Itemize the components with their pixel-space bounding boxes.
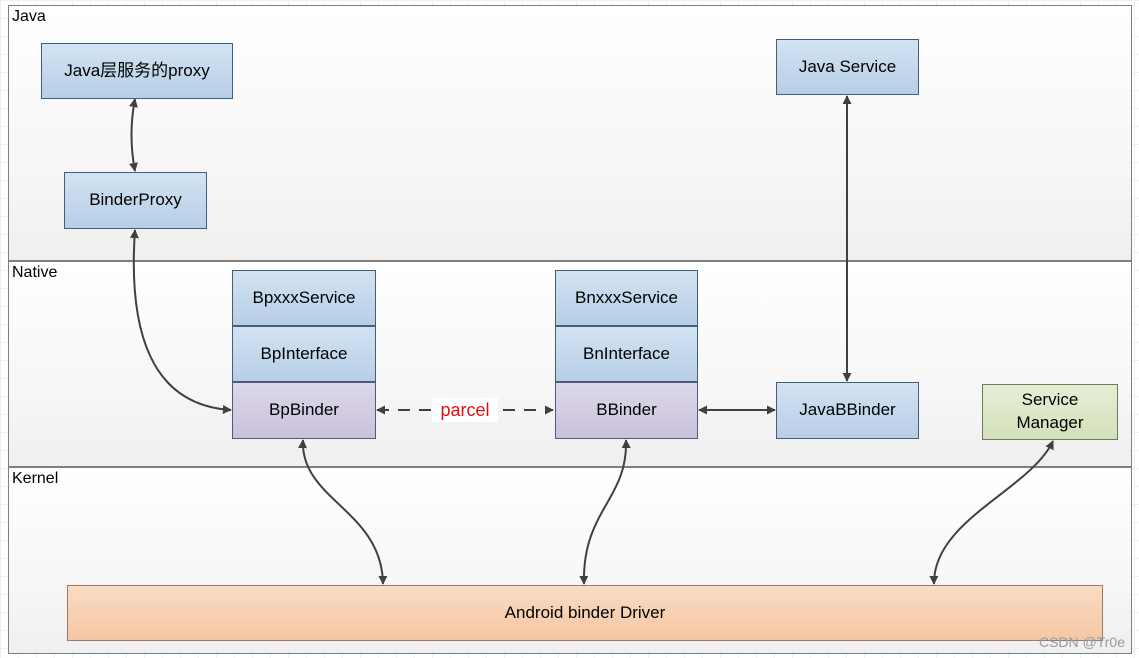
arrow-bbinder-driver xyxy=(579,439,631,585)
bn-service-box: BnxxxService xyxy=(555,270,698,326)
bp-service-label: BpxxxService xyxy=(252,287,356,307)
arrow-servicemanager-driver xyxy=(929,440,1054,585)
binder-driver-box: Android binder Driver xyxy=(67,585,1103,641)
bp-interface-box: BpInterface xyxy=(232,326,376,382)
kernel-layer-label: Kernel xyxy=(12,470,59,487)
native-layer-label: Native xyxy=(12,264,58,281)
b-binder-box: BBinder xyxy=(555,382,698,439)
java-proxy-label: Java层服务的proxy xyxy=(64,60,210,80)
bp-service-box: BpxxxService xyxy=(232,270,376,326)
binder-proxy-box: BinderProxy xyxy=(64,172,207,229)
java-service-label: Java Service xyxy=(798,56,897,76)
java-proxy-box: Java层服务的proxy xyxy=(41,43,233,99)
bn-service-label: BnxxxService xyxy=(575,287,678,307)
bp-binder-label: BpBinder xyxy=(269,400,339,420)
service-manager-label: Service Manager xyxy=(1016,390,1084,432)
binder-proxy-label: BinderProxy xyxy=(89,190,182,210)
bn-interface-box: BnInterface xyxy=(555,326,698,382)
watermark: CSDN @Tr0e xyxy=(1038,634,1125,650)
service-manager-box: Service Manager xyxy=(982,384,1118,440)
java-bbinder-label: JavaBBinder xyxy=(799,400,896,420)
arrow-proxy-binderproxy xyxy=(129,98,138,172)
java-layer-label: Java xyxy=(12,8,46,25)
arrow-binderproxy-bpbinder xyxy=(129,229,232,414)
bp-interface-label: BpInterface xyxy=(260,343,348,363)
java-service-box: Java Service xyxy=(776,39,919,95)
b-binder-label: BBinder xyxy=(596,400,657,420)
arrow-bpbinder-driver xyxy=(298,439,388,585)
binder-driver-label: Android binder Driver xyxy=(504,602,666,622)
parcel-label: parcel xyxy=(432,398,498,422)
bp-binder-box: BpBinder xyxy=(232,382,376,439)
java-bbinder-box: JavaBBinder xyxy=(776,382,919,439)
bn-interface-label: BnInterface xyxy=(583,343,670,363)
